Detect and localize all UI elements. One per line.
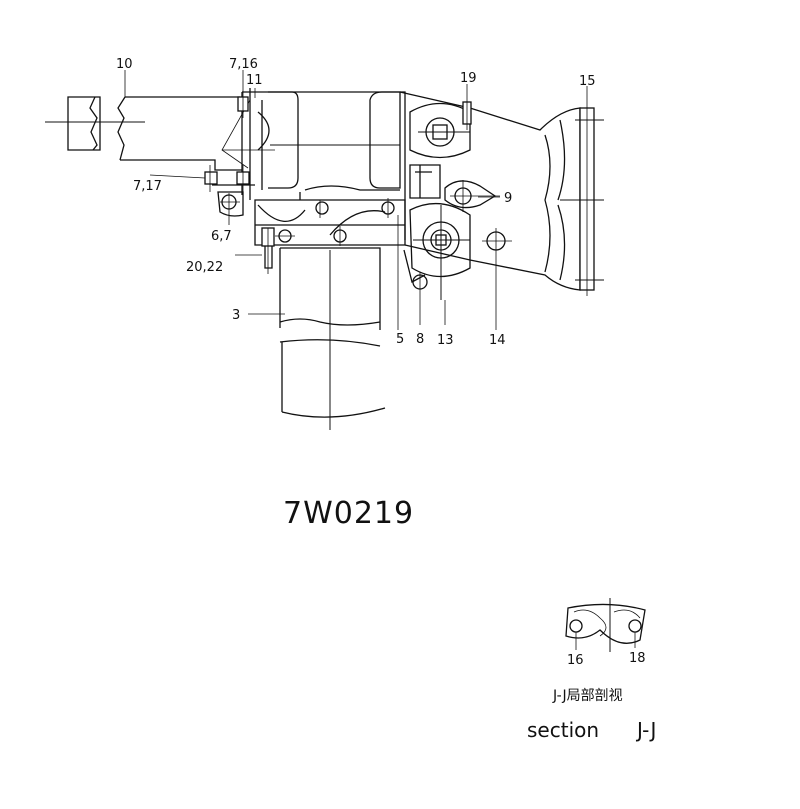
callout-18: 18	[629, 651, 646, 666]
callout-14: 14	[489, 333, 506, 348]
callout-7-17: 7,17	[133, 179, 162, 194]
callout-9: 9	[504, 191, 512, 206]
left-shaft	[45, 96, 275, 186]
callout-13: 13	[437, 333, 454, 348]
housing-body	[241, 88, 406, 240]
callout-11: 11	[246, 73, 263, 88]
section-label-en: section	[527, 718, 599, 742]
leader-lines	[124, 70, 588, 330]
callouts: 10 7,16 11 19 15 7,17 9 6,7 20,22 3 5 8 …	[116, 57, 596, 348]
valve-assembly	[397, 164, 512, 330]
callout-5: 5	[396, 332, 404, 347]
callout-3: 3	[232, 308, 240, 323]
exhaust-flange	[399, 91, 604, 296]
section-label-cn: J-J局部剖视	[552, 688, 623, 704]
callout-7-16: 7,16	[229, 57, 258, 72]
callout-8: 8	[416, 332, 424, 347]
callout-16: 16	[567, 653, 584, 668]
bracket-67	[217, 191, 244, 217]
callout-15: 15	[579, 74, 596, 89]
mounting-plate	[254, 198, 406, 246]
section-jj-detail: 16 18 J-J局部剖视 section J-J	[527, 598, 656, 742]
callout-6-7: 6,7	[211, 229, 232, 244]
clip-2022	[261, 227, 275, 274]
part-number: 7W0219	[283, 496, 414, 531]
section-label-id: J-J	[635, 718, 656, 742]
callout-10: 10	[116, 57, 133, 72]
callout-19: 19	[460, 71, 477, 86]
upper-fitting	[409, 90, 472, 159]
callout-20-22: 20,22	[186, 260, 223, 275]
lower-tube	[279, 247, 386, 430]
